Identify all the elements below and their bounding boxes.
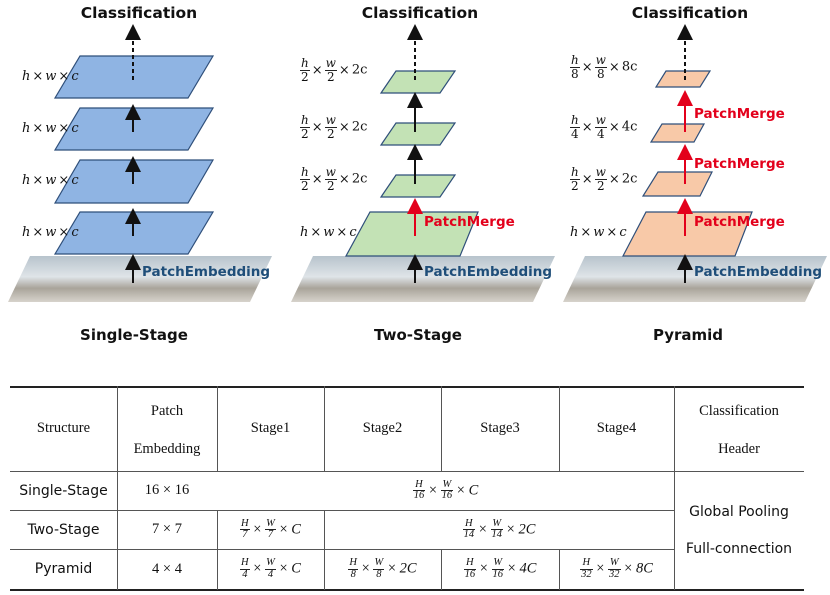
patch-embedding-label: PatchEmbedding: [142, 264, 271, 280]
dim-label: h×w×c: [22, 225, 79, 240]
patch-merge-label: PatchMerge: [694, 214, 785, 230]
dim-label: h×w×c: [300, 225, 357, 240]
header-stage3: Stage3: [480, 420, 520, 436]
input-image: [8, 256, 272, 302]
dim-label: h×w×c: [22, 121, 79, 136]
dim-label: h×w×c: [22, 173, 79, 188]
header-stage1: Stage1: [250, 420, 291, 436]
header-header: Header: [718, 440, 760, 457]
header-structure: Structure: [36, 420, 91, 436]
head-global-pooling: Global Pooling: [689, 504, 789, 520]
feature-map: [379, 122, 457, 146]
classification-title: Classification: [80, 4, 198, 22]
feature-map: [344, 211, 479, 257]
input-image: [291, 256, 555, 302]
header-patch: Patch: [150, 402, 184, 419]
row-structure: Two-Stage: [27, 521, 100, 538]
header-stage2: Stage2: [362, 420, 403, 436]
single-stage-panel: [8, 24, 272, 302]
header-embedding: Embedding: [133, 440, 201, 457]
pyramid-panel: [563, 24, 827, 302]
dim-label: h×w×c: [570, 225, 627, 240]
feature-map: [649, 123, 706, 143]
head-full-connection: Full-connection: [685, 541, 793, 557]
row-structure: Single-Stage: [19, 482, 108, 499]
header-classification: Classification: [699, 402, 779, 419]
classification-title: Classification: [361, 4, 479, 22]
feature-map: [641, 171, 713, 197]
patch-embedding-label: PatchEmbedding: [424, 264, 553, 280]
panel-label: Two-Stage: [374, 326, 462, 344]
patch-merge-label: PatchMerge: [694, 106, 785, 122]
row-patch: 16 × 16: [144, 482, 190, 498]
row-structure: Pyramid: [34, 561, 93, 577]
feature-map: [379, 70, 457, 94]
panel-label: Single-Stage: [80, 326, 188, 344]
comparison-table: Structure Patch Embedding Stage1 Stage2 …: [10, 386, 804, 591]
input-image: [563, 256, 827, 302]
patch-embedding-label: PatchEmbedding: [694, 264, 823, 280]
architecture-diagram: [8, 24, 827, 302]
row-patch: 4 × 4: [152, 560, 182, 577]
feature-map: [622, 211, 753, 257]
row-patch: 7 × 7: [152, 521, 182, 537]
feature-map: [379, 174, 457, 198]
dim-label: h×w×c: [22, 69, 79, 84]
two-stage-panel: [291, 24, 555, 302]
classification-title: Classification: [631, 4, 749, 22]
feature-map: [654, 70, 712, 88]
header-stage4: Stage4: [596, 420, 637, 436]
panel-label: Pyramid: [652, 326, 724, 344]
patch-merge-label: PatchMerge: [424, 214, 515, 230]
patch-merge-label: PatchMerge: [694, 156, 785, 172]
